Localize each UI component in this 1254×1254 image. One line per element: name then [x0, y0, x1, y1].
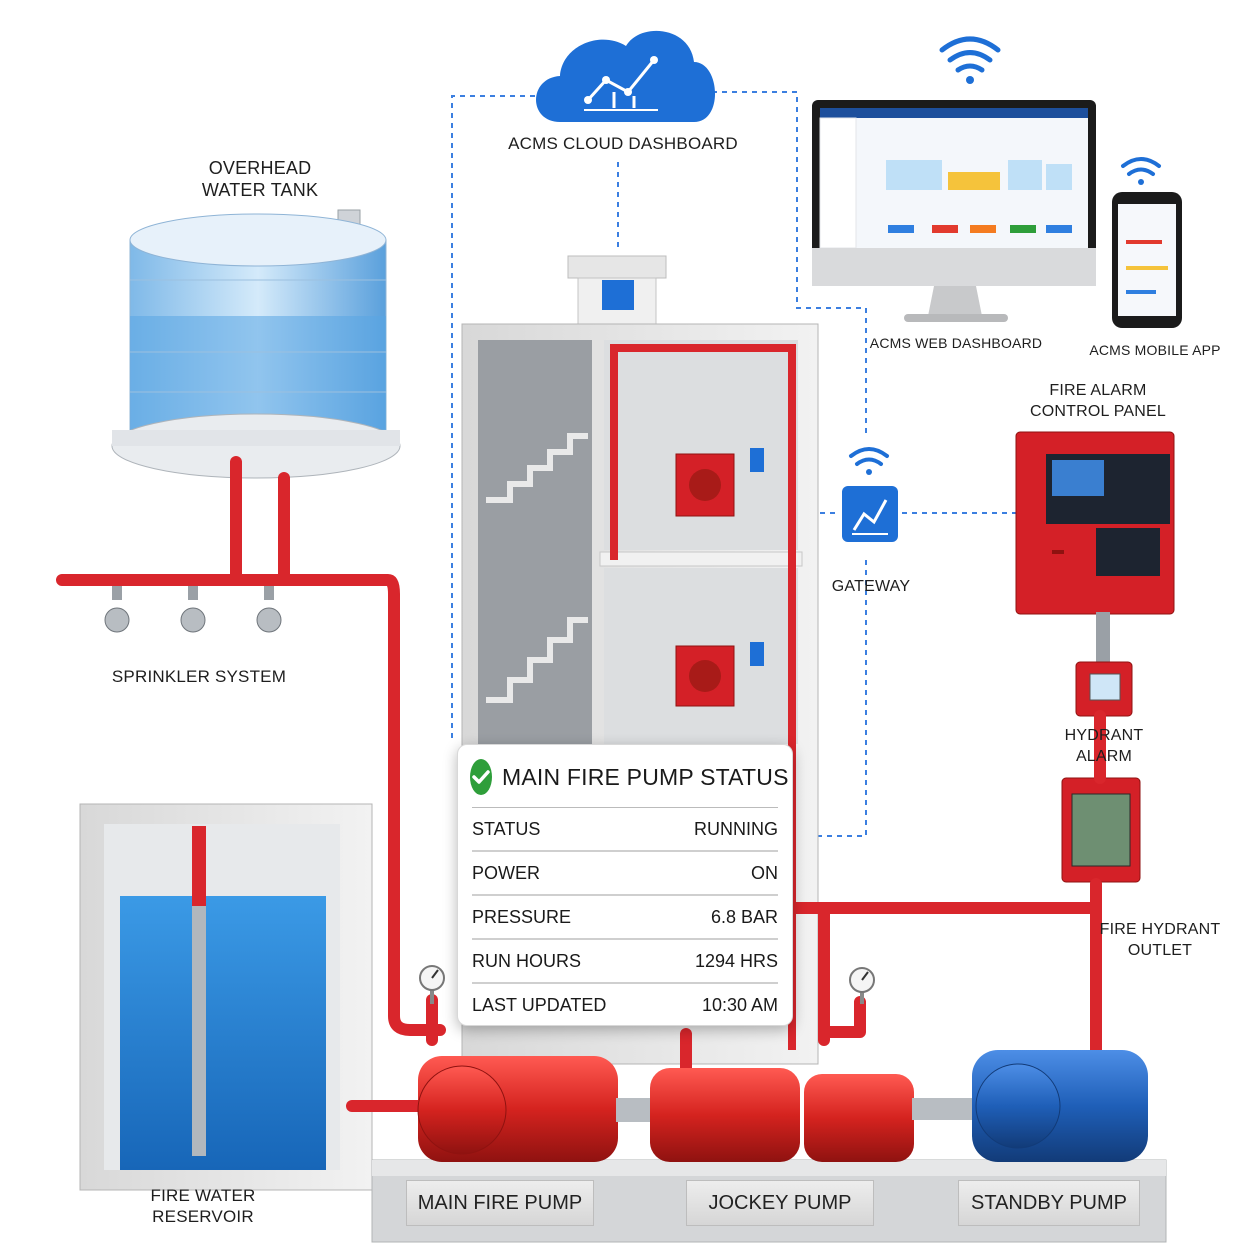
- status-row: POWER ON: [472, 850, 778, 894]
- cloud-dashboard-label: ACMS CLOUD DASHBOARD: [508, 134, 738, 153]
- check-circle-icon: [470, 759, 492, 795]
- row-label: POWER: [472, 862, 541, 883]
- standby-pump: [972, 1050, 1148, 1162]
- pressure-gauge-icon: [419, 965, 445, 1004]
- row-value: 1294 HRS: [694, 950, 778, 971]
- gateway-chart-icon: [842, 486, 898, 542]
- status-row: PRESSURE 6.8 BAR: [472, 894, 778, 938]
- status-rows: STATUS RUNNING POWER ON PRESSURE 6.8 BAR RU…: [472, 807, 778, 1026]
- row-label: LAST UPDATED: [472, 994, 607, 1015]
- row-value: ON: [751, 862, 778, 883]
- wifi-icon: [849, 447, 889, 475]
- wifi-icon: [939, 36, 1001, 84]
- pressure-gauge-icon: [849, 967, 875, 1004]
- overhead-water-tank: [111, 209, 401, 479]
- standby-pump-label: STANDBY PUMP: [958, 1180, 1140, 1226]
- status-row: RUN HOURS 1294 HRS: [472, 938, 778, 982]
- cloud-analytics-icon: [536, 30, 716, 122]
- row-label: RUN HOURS: [472, 950, 582, 971]
- fire-hydrant-outlet: [1061, 777, 1141, 883]
- status-row: STATUS RUNNING: [472, 807, 778, 850]
- web-dashboard-label: ACMS WEB DASHBOARD: [869, 335, 1043, 351]
- fire-water-reservoir: [79, 803, 373, 1191]
- row-value: 10:30 AM: [701, 994, 778, 1015]
- data-links: [451, 91, 1016, 837]
- jockey-pump-label: JOCKEY PUMP: [686, 1180, 874, 1226]
- web-dashboard-monitor: [812, 100, 1096, 322]
- row-value: 6.8 BAR: [710, 906, 778, 927]
- row-label: STATUS: [472, 818, 541, 839]
- pump-status-card: MAIN FIRE PUMP STATUS STATUS RUNNING POWE…: [457, 744, 793, 1026]
- row-value: RUNNING: [694, 818, 778, 839]
- sprinkler-head-icon: [104, 586, 282, 633]
- hydrant-alarm-device: [1075, 661, 1133, 717]
- main-fire-pump: [417, 1056, 656, 1162]
- sprinkler-piping: [56, 456, 446, 1036]
- mobile-app-label: ACMS MOBILE APP: [1089, 342, 1221, 358]
- status-card-header: MAIN FIRE PUMP STATUS: [470, 757, 788, 797]
- mobile-app-phone: [1112, 192, 1182, 328]
- fire-alarm-control-panel: [1015, 431, 1175, 662]
- wifi-icon: [1121, 157, 1161, 185]
- status-row: LAST UPDATED 10:30 AM: [472, 982, 778, 1026]
- main-fire-pump-label: MAIN FIRE PUMP: [406, 1180, 594, 1226]
- sprinkler-system-label: SPRINKLER SYSTEM: [111, 667, 287, 686]
- status-card-title: MAIN FIRE PUMP STATUS: [502, 763, 789, 790]
- row-label: PRESSURE: [472, 906, 572, 927]
- jockey-pump: [650, 1068, 972, 1162]
- discharge-piping: [346, 710, 1106, 1112]
- gateway-label: GATEWAY: [831, 578, 911, 595]
